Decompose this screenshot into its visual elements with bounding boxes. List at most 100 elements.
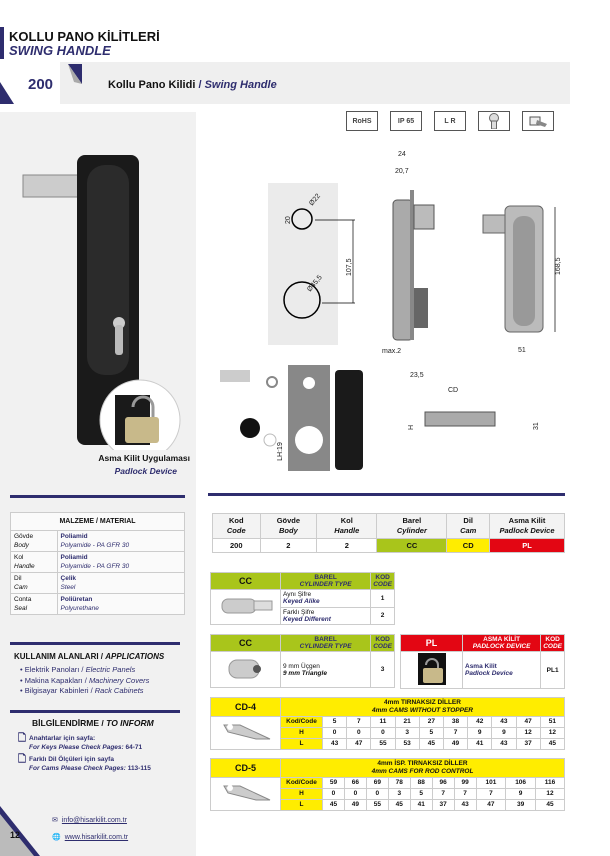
inform-title: BİLGİLENDİRME / TO INFORM (32, 718, 154, 728)
cell: 49 (343, 799, 367, 811)
cell: 45 (418, 738, 444, 750)
cell: 69 (365, 777, 389, 789)
mat-en: Polyamide - PA GFR 30 (60, 563, 130, 570)
cell: 0 (322, 788, 345, 800)
product-name-tr: Kollu Pano Kilidi (108, 79, 196, 91)
dim-24: 24 (398, 151, 406, 158)
part-en: Handle (14, 563, 35, 570)
rohs-icon: RoHS (346, 111, 378, 131)
cell: 5 (409, 788, 433, 800)
h-tr: Barel (402, 516, 422, 525)
cell: 53 (394, 738, 420, 750)
cell: 37 (431, 799, 455, 811)
cell: PL (489, 538, 565, 553)
cc-code: CC (210, 634, 281, 652)
padlock-photo (400, 651, 463, 689)
dim-1075: 107,5 (346, 258, 353, 276)
cc-code: CC (210, 572, 281, 590)
cell: 7 (431, 788, 455, 800)
dim-h: H (408, 425, 415, 430)
opt-code: 3 (380, 666, 385, 673)
dim-51: 51 (518, 347, 526, 354)
cell: 88 (409, 777, 433, 789)
mat-tr: Poliüretan (60, 596, 93, 603)
dim-235: 23,5 (410, 372, 424, 379)
divider (208, 493, 565, 496)
product-header-band (60, 62, 570, 104)
h-tr: BAREL (314, 636, 337, 643)
cell: 12 (534, 788, 566, 800)
mat-en: Polyamide - PA GFR 30 (60, 542, 130, 549)
cell: 39 (505, 799, 536, 811)
cell: 0 (321, 727, 348, 739)
divider (10, 495, 185, 498)
cell: 200 (212, 538, 261, 553)
h-en: PADLOCK DEVICE (472, 643, 531, 650)
item-en: For Cams Please Check Pages: (29, 765, 126, 772)
part-en: Seal (14, 605, 28, 612)
cell: 38 (442, 716, 469, 728)
item-tr: Makina Kapakları / (24, 675, 87, 685)
email-link[interactable]: ✉info@hisarkilit.com.tr (52, 816, 127, 825)
cell: 55 (370, 738, 396, 750)
globe-icon: 🌐 (52, 834, 61, 841)
opt-tr: Aynı Şifre (283, 591, 312, 599)
header-accent (0, 27, 4, 59)
item-pages: 113-115 (127, 765, 151, 772)
cell: 43 (453, 799, 477, 811)
dim-1685: 168,5 (555, 257, 562, 275)
k-en: CODE (543, 643, 562, 650)
cell: 43 (491, 738, 517, 750)
part-tr: Dil (14, 575, 22, 582)
email-text[interactable]: info@hisarkilit.com.tr (61, 816, 127, 824)
padlock-icon (522, 111, 554, 131)
cell: 2 (259, 538, 318, 553)
item-en: Rack Cabinets (94, 686, 144, 695)
web-text[interactable]: www.hisarkilit.com.tr (64, 833, 129, 841)
dim-cd: CD (448, 387, 458, 394)
table-row: 200 2 2 CC CD PL (212, 538, 565, 553)
mat-en: Polyurethane (60, 605, 99, 612)
web-link[interactable]: 🌐www.hisarkilit.com.tr (52, 833, 129, 842)
cell: 45 (322, 799, 345, 811)
item-tr: Anahtarlar için sayfa: (29, 735, 96, 742)
cam-title-en: 4mm CAMS WITHOUT STOPPER (371, 707, 473, 714)
item-tr: Elektrik Panoları / (24, 665, 84, 674)
h-en: Body (279, 526, 298, 535)
left-right-icon: L R (434, 111, 466, 131)
h-en: Code (226, 526, 246, 535)
product-name-en: Swing Handle (204, 79, 277, 91)
h-tr: Kod (228, 516, 244, 525)
applications-title-en: APPLICATIONS (105, 652, 165, 661)
cell: 12 (515, 727, 541, 739)
part-tr: Gövde (14, 533, 34, 540)
page-number: 12 (10, 830, 21, 840)
cell: 37 (515, 738, 541, 750)
cell: 3 (387, 788, 411, 800)
cylinder-photo (210, 651, 281, 688)
cell: 2 (316, 538, 378, 553)
item-en: For Keys Please Check Pages: (29, 744, 124, 751)
padlock-caption-en: Padlock Device (114, 466, 177, 476)
row-label: L (280, 799, 323, 811)
h-en: Padlock Device (499, 526, 555, 535)
cell: 116 (534, 777, 566, 789)
dim-31: 31 (533, 422, 540, 430)
cam-title-tr: 4mm İSP. TIRNAKSIZ DİLLER (377, 760, 468, 767)
k-en: CODE (373, 643, 392, 650)
applications-title: KULLANIM ALANLARI / APPLICATIONS (14, 652, 164, 661)
opt-en: Keyed Different (283, 615, 331, 623)
